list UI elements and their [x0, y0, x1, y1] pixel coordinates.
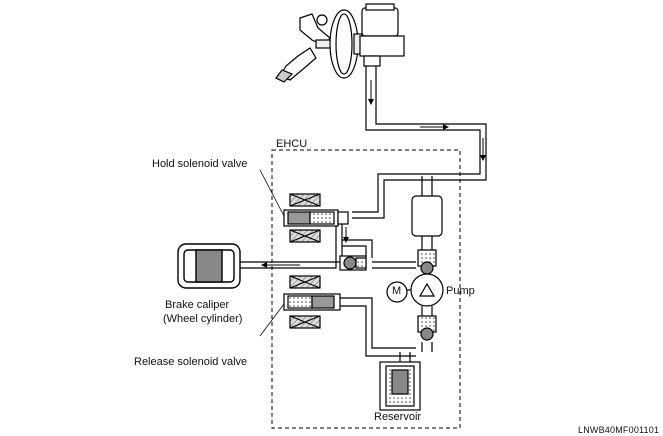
- pump-assembly: [406, 195, 444, 341]
- wheel-cylinder-label: (Wheel cylinder): [163, 313, 243, 325]
- pump-label: Pump: [446, 285, 475, 297]
- pipe-network: [240, 66, 487, 362]
- motor-label: M: [392, 285, 402, 297]
- release-solenoid-valve-label: Release solenoid valve: [134, 356, 248, 368]
- master-cylinder-assembly: [275, 3, 405, 83]
- hold-solenoid-valve-label: Hold solenoid valve: [152, 158, 248, 170]
- check-valve: [339, 255, 367, 271]
- motor: [386, 281, 408, 303]
- reservoir-label: Reservoir: [374, 411, 422, 423]
- brake-caliper-label: Brake caliper: [165, 299, 230, 311]
- figure-code: LNWB40MF001101: [578, 425, 660, 435]
- hold-solenoid-valve: [283, 193, 349, 243]
- reservoir: [379, 361, 421, 411]
- brake-caliper: [177, 243, 241, 289]
- leader-lines: [259, 169, 285, 337]
- ehcu-label: EHCU: [276, 138, 308, 150]
- ehcu-boundary: [271, 149, 461, 429]
- flow-arrows: [261, 80, 486, 268]
- release-solenoid-valve: [283, 275, 341, 329]
